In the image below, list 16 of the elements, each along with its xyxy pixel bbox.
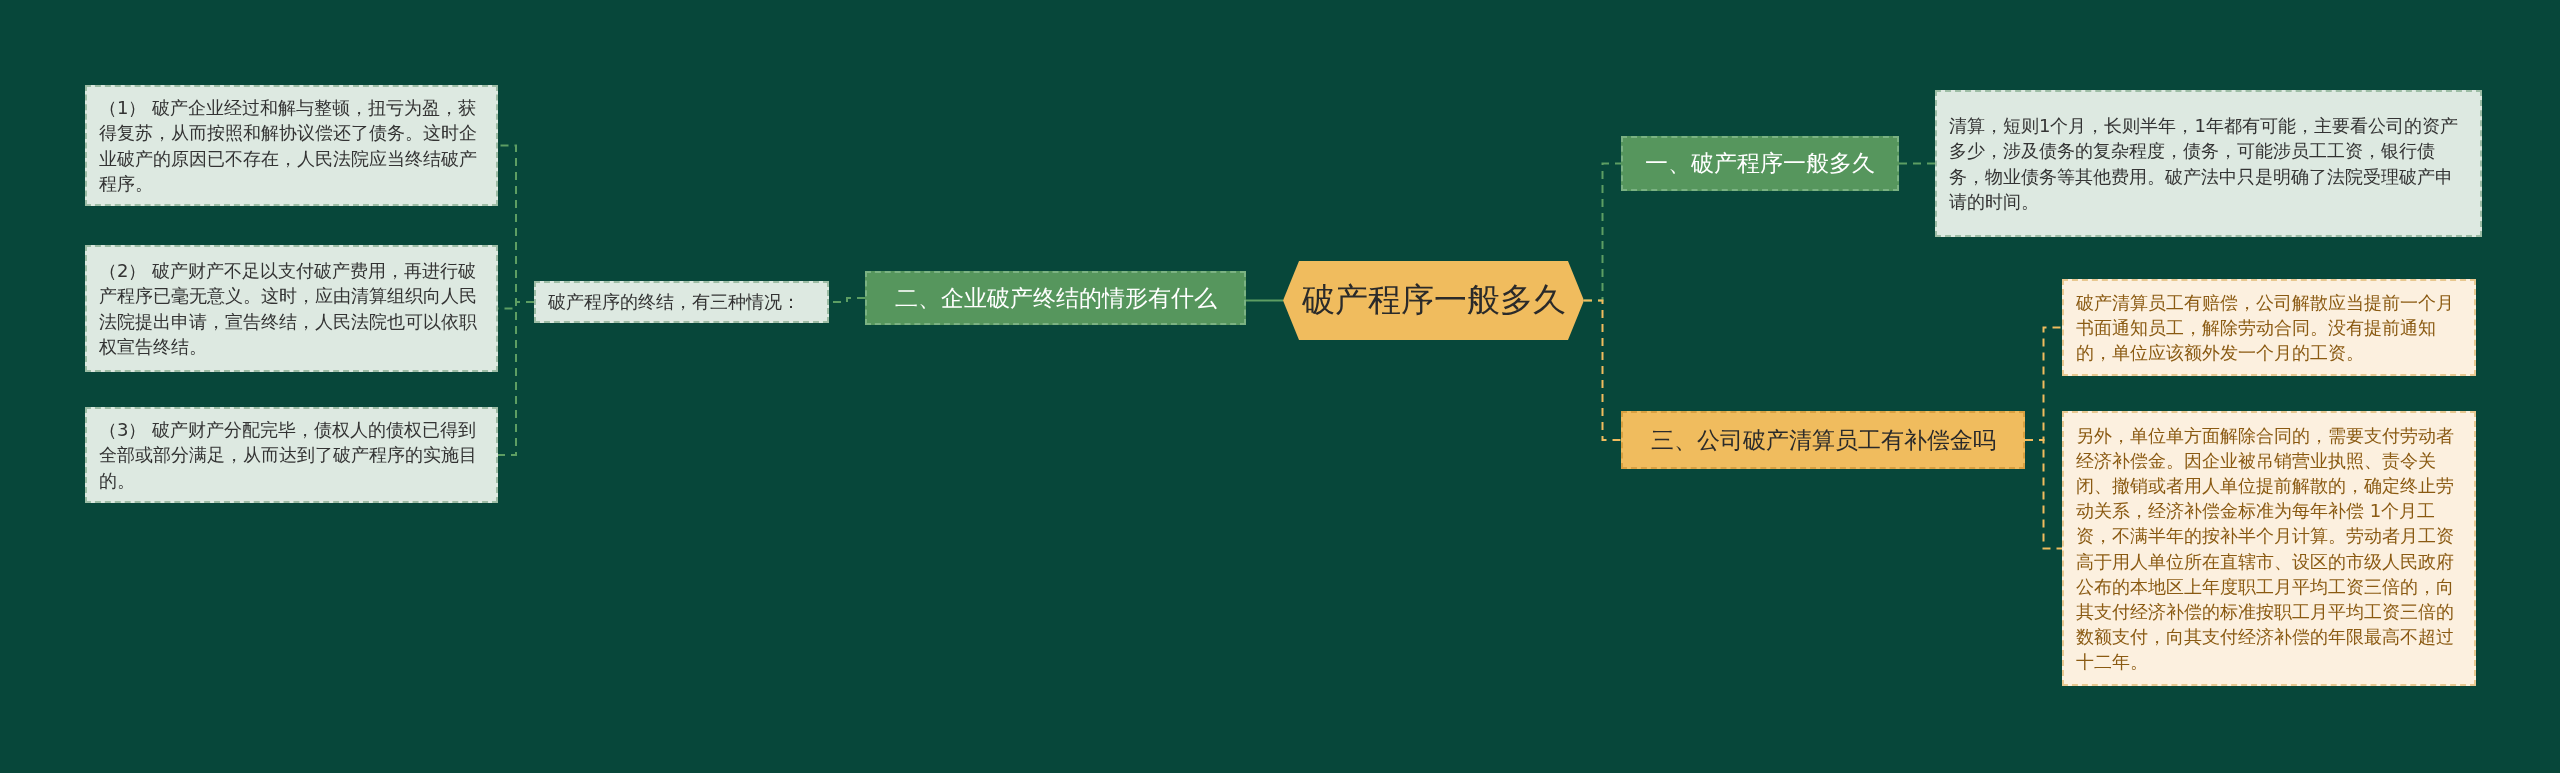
branch-topic: 三、公司破产清算员工有补偿金吗 xyxy=(1621,411,2025,469)
root-hexagon: 破产程序一般多久 xyxy=(1283,261,1584,340)
connector-line xyxy=(2024,439,2063,550)
leaf-note: 破产清算员工有赔偿，公司解散应当提前一个月书面通知员工，解除劳动合同。没有提前通知的，单位应该额外发一个月的工资。 xyxy=(2062,279,2476,376)
leaf-note: 另外，单位单方面解除合同的，需要支付劳动者经济补偿金。因企业被吊销营业执照、责令关闭、撤销或者用人单位提前解散的，确定终止劳动关系，经济补偿金标准为每年补偿 1个月工资，不满半年的按补半个月计算。劳动者月工资高于用人单位所在直辖市、设区的市级人民政府公布的本地区上年度职工月平均工资三倍的，向其支付经济补偿的标准按职工月平均工资三倍的数额支付，向其支付经济补偿的年限最高不超过十二年。 xyxy=(2062,411,2476,686)
connector-line xyxy=(1898,162,1936,165)
connector-line xyxy=(1583,299,1622,441)
leaf-note: （1） 破产企业经过和解与整顿，扭亏为盈，获得复苏，从而按照和解协议偿还了债务。这时企业破产的原因已不存在，人民法院应当终结破产程序。 xyxy=(85,85,498,206)
branch-topic: 二、企业破产终结的情形有什么 xyxy=(865,271,1246,325)
connector-line xyxy=(497,301,535,456)
leaf-note: （3） 破产财产分配完毕，债权人的债权已得到全部或部分满足，从而达到了破产程序的实施目的。 xyxy=(85,407,498,503)
leaf-note: 清算，短则1个月，长则半年，1年都有可能，主要看公司的资产多少，涉及债务的复杂程度，债务，可能涉员工工资，银行债务，物业债务等其他费用。破产法中只是明确了法院受理破产申请的时间。 xyxy=(1935,90,2482,237)
leaf-note: 破产程序的终结，有三种情况： xyxy=(534,281,829,323)
connector-line xyxy=(1245,299,1284,302)
leaf-note: （2） 破产财产不足以支付破产费用，再进行破产程序已毫无意义。这时，应由清算组织向人民法院提出申请，宣告终结，人民法院也可以依职权宣告终结。 xyxy=(85,245,498,372)
branch-topic: 一、破产程序一般多久 xyxy=(1621,136,1899,191)
